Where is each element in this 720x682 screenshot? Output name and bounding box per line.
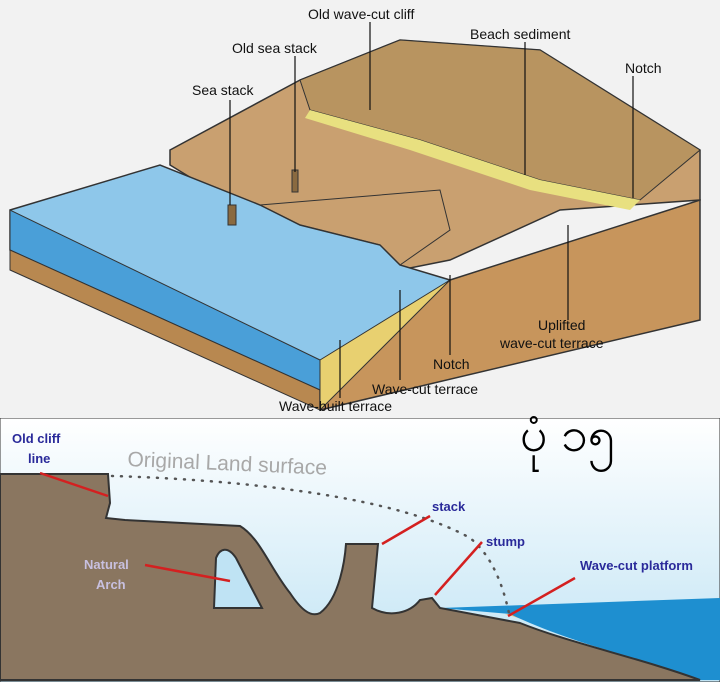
beach-sediment-strip xyxy=(305,110,640,210)
label-stump: stump xyxy=(486,534,525,549)
label-uplifted-line1: Uplifted xyxy=(538,317,586,333)
natural-arch-opening xyxy=(212,548,264,609)
arrow-wave-cut-platform xyxy=(507,576,576,618)
label-old-cliff-line2: line xyxy=(28,451,51,466)
rock-mass xyxy=(0,473,701,681)
cross-section-coastal-erosion: Old cliff line Original Land surface Nat… xyxy=(0,418,720,682)
label-notch-lower: Notch xyxy=(433,356,470,372)
label-old-sea-stack: Old sea stack xyxy=(232,40,317,56)
arrow-natural-arch xyxy=(144,563,231,583)
arrow-stack xyxy=(381,514,431,546)
block-diagram-coastal-landforms: Old wave-cut cliff Beach sediment Old se… xyxy=(9,6,701,414)
label-stack: stack xyxy=(432,499,466,514)
arrows xyxy=(39,471,576,618)
figure-number: ပုံ ၁၅ xyxy=(520,409,615,462)
old-sea-stack xyxy=(291,169,299,193)
label-natural-arch1: Natural xyxy=(84,557,129,572)
label-wave-cut-terrace: Wave-cut terrace xyxy=(372,381,479,397)
sea xyxy=(440,598,720,680)
label-natural-arch2: Arch xyxy=(96,577,126,592)
label-wave-cut-platform: Wave-cut platform xyxy=(580,558,693,573)
sea-stack xyxy=(227,204,237,226)
label-sea-stack: Sea stack xyxy=(192,82,254,98)
wave-built-terrace-deposit xyxy=(319,279,451,412)
block-diagram-illustration xyxy=(9,22,701,412)
label-notch-upper: Notch xyxy=(625,60,662,76)
leader-lines xyxy=(229,22,634,398)
label-wave-built-terrace: Wave-built terrace xyxy=(279,398,393,414)
label-old-wave-cut-cliff: Old wave-cut cliff xyxy=(308,6,415,22)
arrow-stump xyxy=(434,541,483,596)
label-uplifted-line2: wave-cut terrace xyxy=(500,335,604,351)
label-beach-sediment: Beach sediment xyxy=(470,26,571,42)
cross-section-illustration xyxy=(0,418,720,682)
label-old-cliff-line1: Old cliff xyxy=(12,431,61,446)
arrow-old-cliff xyxy=(39,471,109,498)
